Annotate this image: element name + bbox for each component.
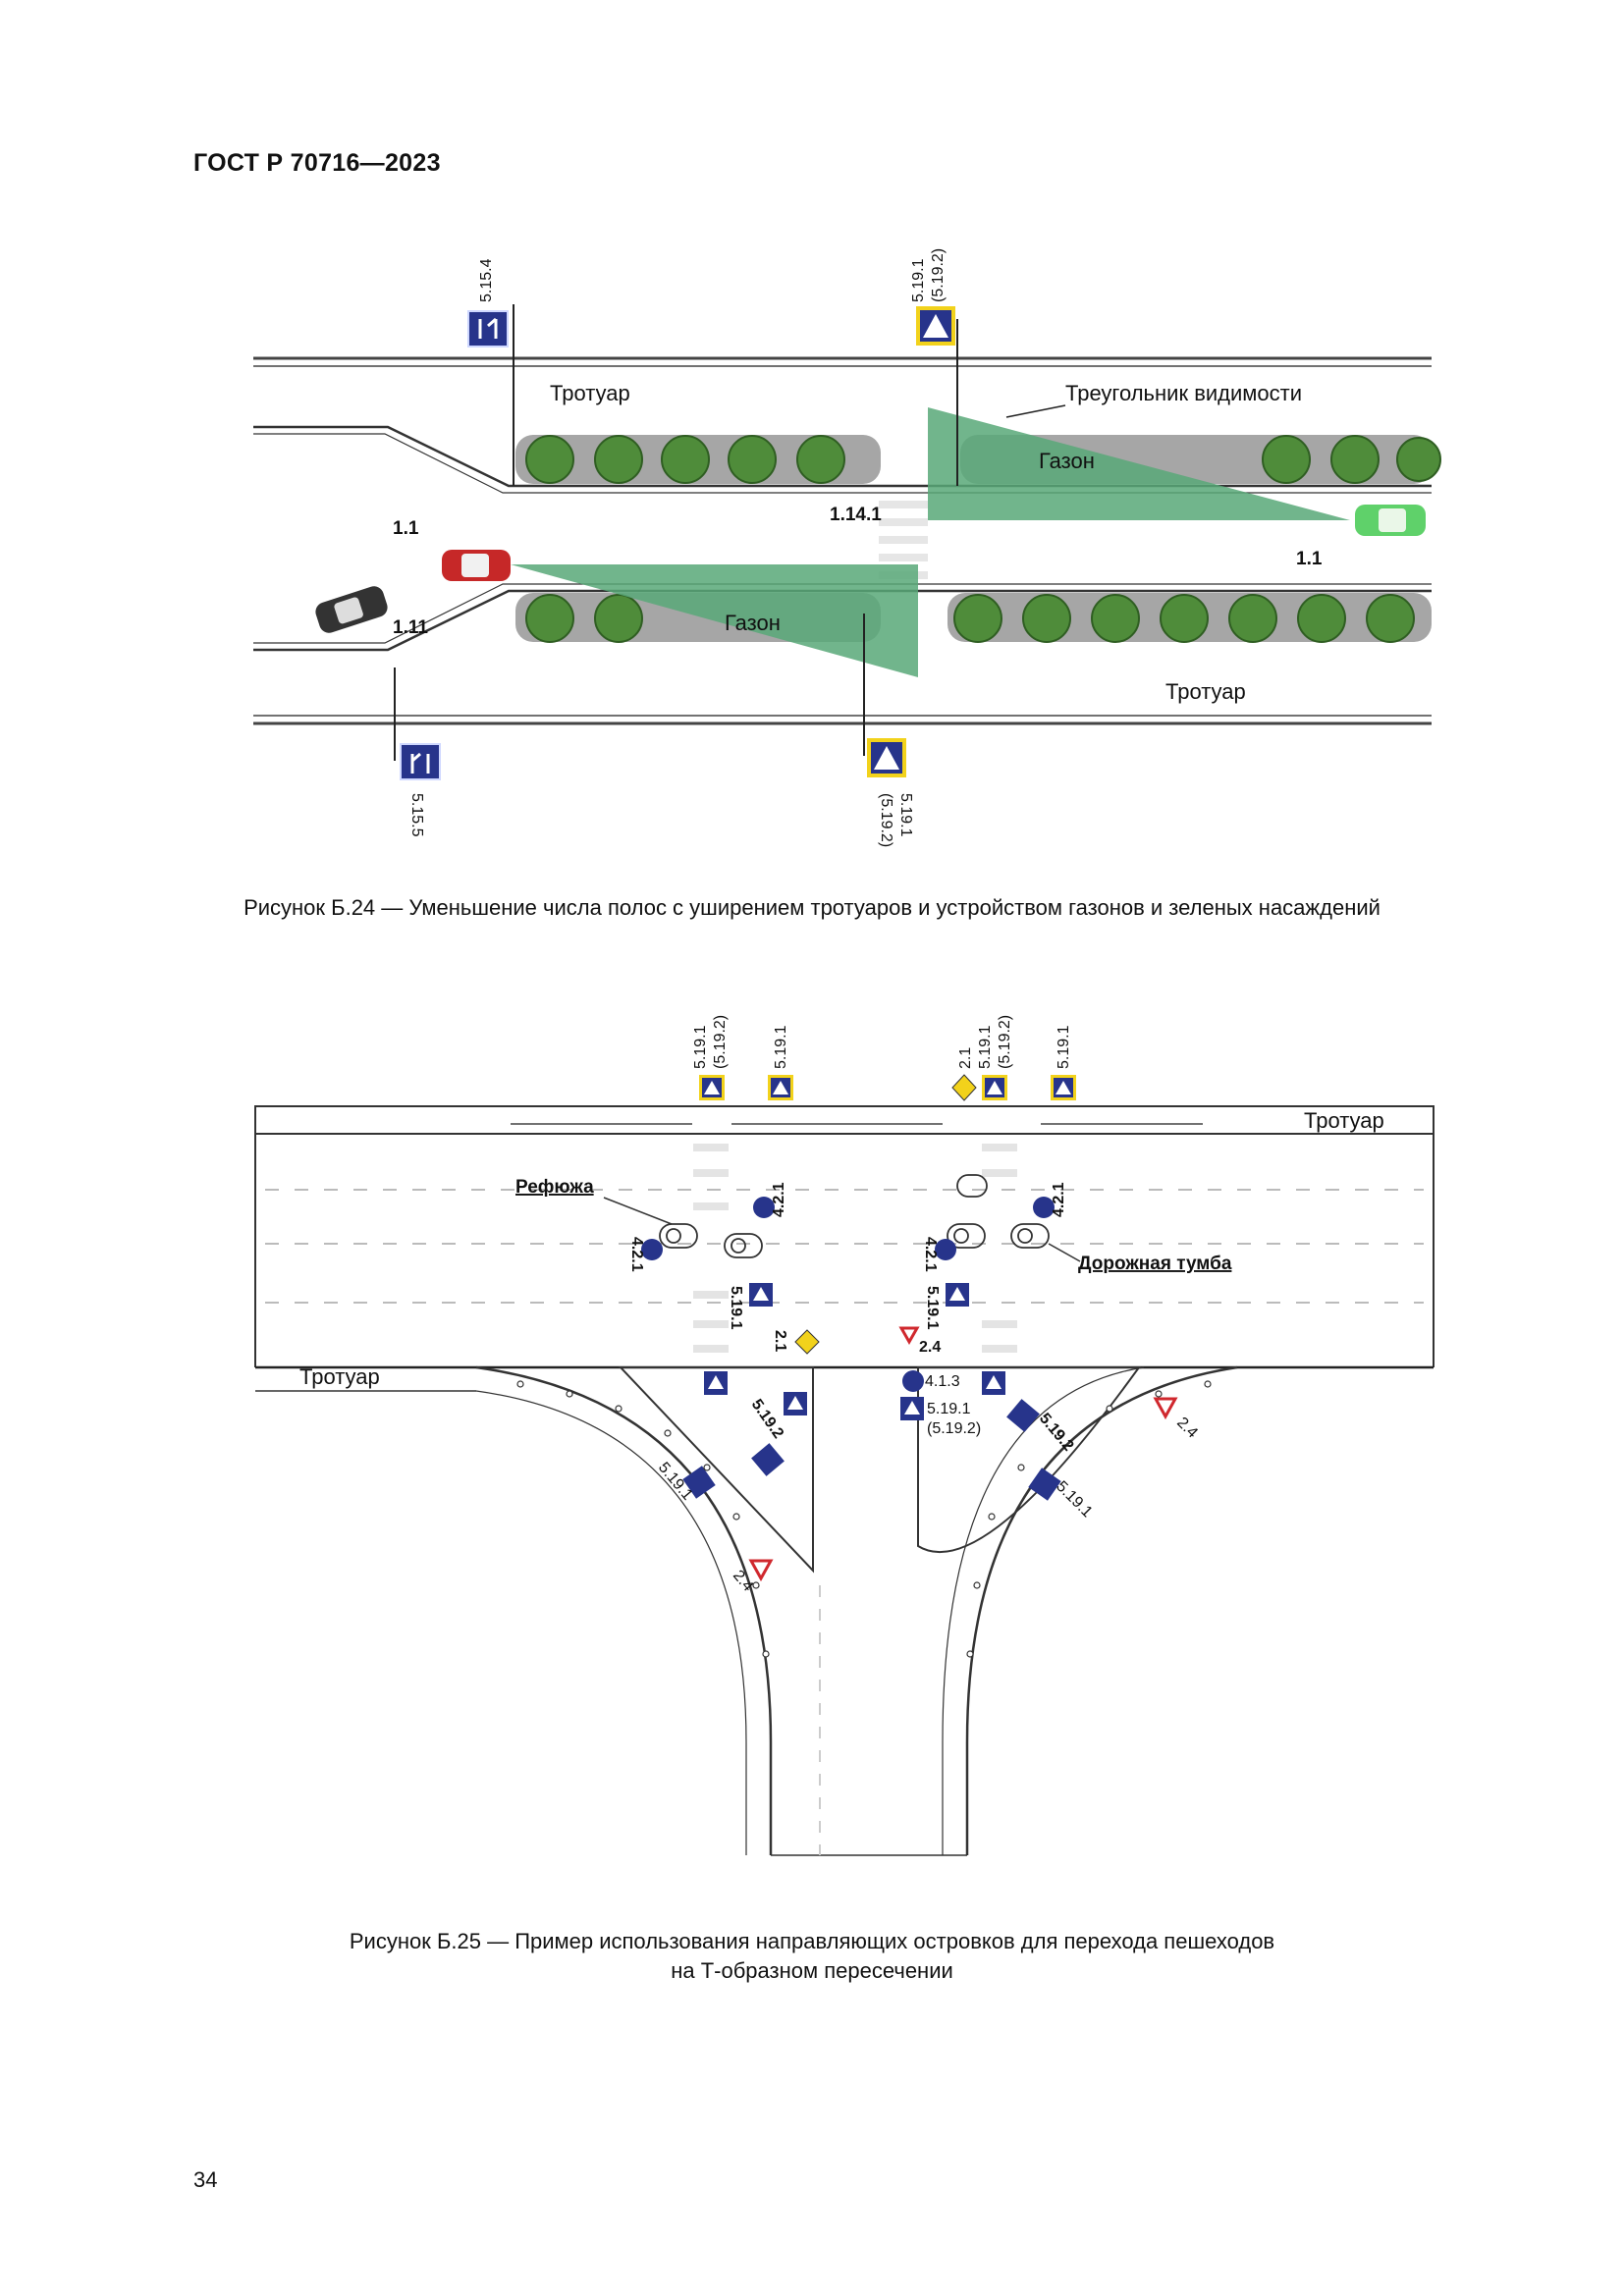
label-refuge: Рефюжа	[515, 1177, 594, 1198]
sign-label-2-4-a: 2.4	[919, 1339, 941, 1356]
sign-label-4-2-1-c: 4.2.1	[628, 1237, 645, 1272]
label-sidewalk-top: Тротуар	[1304, 1108, 1384, 1133]
car-green	[1355, 505, 1426, 536]
sign-5-15-5-icon	[400, 743, 441, 780]
sign-label-5-19-1-c: 5.19.1	[927, 1401, 971, 1417]
label-bollard: Дорожная тумба	[1078, 1254, 1232, 1274]
label-sidewalk-top: Тротуар	[550, 381, 630, 405]
crosswalks	[693, 1144, 1017, 1353]
sign-label-5-19-top-b: (5.19.2)	[930, 248, 947, 302]
sign-4-2-1-icon	[641, 1197, 1055, 1392]
bollard-dots	[516, 1380, 1212, 1658]
car-black	[315, 586, 388, 633]
sign-label-t5: 5.19.1	[1056, 1025, 1072, 1069]
marking-1-1-right: 1.1	[1296, 549, 1323, 569]
sign-label-5-19-1-f: 5.19.1	[1053, 1478, 1096, 1522]
label-lawn-top: Газон	[1039, 449, 1095, 473]
sign-label-5-19-2-c: (5.19.2)	[927, 1420, 981, 1437]
sign-label-t2: 5.19.1	[773, 1025, 789, 1069]
figure-b24: 5.15.4 5.19.1 (5.19.2) 5.15.5 5.19.1 (5.…	[0, 226, 1624, 864]
marking-1-14-1: 1.14.1	[830, 505, 882, 525]
figure-b25-caption-line2: на Т-образном пересечении	[671, 1958, 953, 1983]
figure-b24-drawing: 5.15.4 5.19.1 (5.19.2) 5.15.5 5.19.1 (5.…	[253, 248, 1441, 847]
label-sidewalk-left: Тротуар	[299, 1364, 380, 1389]
sign-5-19-icon	[699, 1075, 1076, 1100]
figure-b25-caption-line1: Рисунок Б.25 — Пример использования напр…	[349, 1929, 1275, 1953]
sign-2-4-icon	[748, 1326, 1178, 1582]
sign-5-19-mid-icon	[682, 1283, 1061, 1501]
sign-label-5-19-2-d: 5.19.2	[748, 1397, 786, 1442]
figure-b25: Тротуар Тротуар Рефюжа Дорожная тумба 5.…	[0, 996, 1624, 1899]
tree-row	[525, 435, 1441, 643]
sign-label-4-1-3: 4.1.3	[925, 1373, 960, 1390]
document-header: ГОСТ Р 70716—2023	[193, 149, 441, 177]
sign-5-19-bottom-icon	[867, 738, 906, 777]
sign-label-5-19-1-a: 5.19.1	[728, 1286, 744, 1330]
sign-label-5-19-bottom-b: (5.19.2)	[878, 793, 894, 847]
figure-b25-drawing: Тротуар Тротуар Рефюжа Дорожная тумба 5.…	[254, 1015, 1435, 1856]
sign-2-1-mid-icon	[794, 1329, 820, 1355]
sign-label-4-2-1-d: 4.2.1	[922, 1237, 939, 1272]
sign-2-1-icon	[951, 1074, 977, 1101]
sign-label-t4a: 5.19.1	[977, 1025, 994, 1069]
figure-b24-caption: Рисунок Б.24 — Уменьшение числа полос с …	[244, 895, 1380, 920]
sign-label-t1b: (5.19.2)	[712, 1015, 729, 1069]
refuge-island-icon	[659, 1174, 1050, 1258]
sign-label-5-19-2-e: 5.19.2	[1036, 1411, 1077, 1455]
car-red	[442, 550, 511, 581]
sign-label-t1a: 5.19.1	[692, 1025, 709, 1069]
sign-5-15-4-icon	[467, 310, 509, 347]
sign-label-2-4-b: 2.4	[1173, 1415, 1201, 1442]
figure-b25-caption: Рисунок Б.25 — Пример использования напр…	[0, 1927, 1624, 1986]
visibility-triangle-bottom	[511, 564, 918, 677]
sign-label-t3: 2.1	[957, 1047, 974, 1069]
label-visibility-triangle: Треугольник видимости	[1065, 381, 1302, 405]
sign-label-2-1-mid: 2.1	[772, 1330, 788, 1352]
sign-label-4-2-1-b: 4.2.1	[1051, 1182, 1067, 1217]
page-number: 34	[193, 2167, 218, 2192]
sign-label-4-2-1-a: 4.2.1	[771, 1182, 787, 1217]
sign-label-t4b: (5.19.2)	[997, 1015, 1013, 1069]
label-sidewalk-bottom: Тротуар	[1165, 679, 1246, 704]
sign-label-5-19-bottom-a: 5.19.1	[897, 793, 914, 837]
sign-label-5-19-top-a: 5.19.1	[910, 258, 927, 302]
marking-1-11: 1.11	[393, 617, 428, 638]
sign-5-19-top-icon	[916, 306, 955, 346]
label-lawn-bottom: Газон	[725, 611, 781, 635]
sign-label-5-15-5: 5.15.5	[408, 793, 425, 837]
sign-label-5-19-1-b: 5.19.1	[924, 1286, 941, 1330]
sign-label-5-15-4: 5.15.4	[478, 258, 495, 302]
visibility-triangle-top	[928, 407, 1350, 520]
marking-1-1-left: 1.1	[393, 518, 419, 539]
